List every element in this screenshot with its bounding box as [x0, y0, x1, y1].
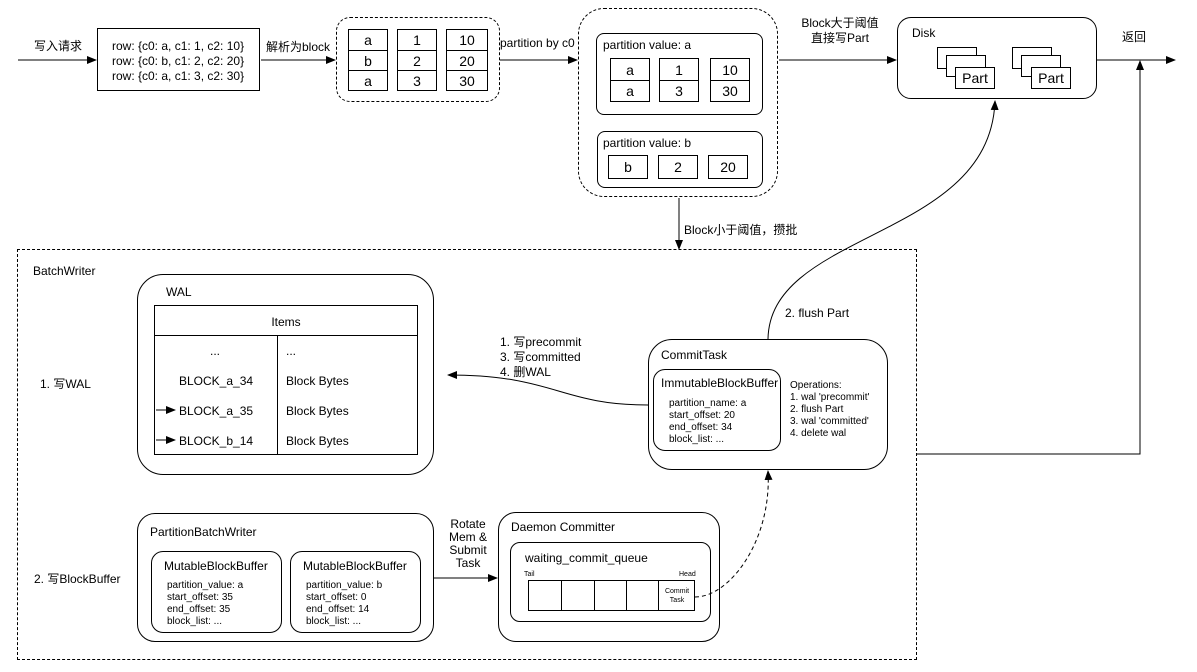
queue-tail-label: Tail	[524, 571, 535, 578]
mutable-field: block_list: ...	[306, 616, 362, 627]
queue-slot	[626, 580, 659, 611]
commit-op-label: 3. 写committed	[500, 350, 581, 364]
operation-item: 1. wal 'precommit'	[790, 392, 870, 403]
write-request-label: 写入请求	[34, 39, 83, 53]
wal-header-divider	[154, 335, 418, 336]
wal-key: BLOCK_b_14	[179, 434, 254, 448]
partition-by-label: partition by c0	[500, 36, 575, 50]
immutable-buffer-title: ImmutableBlockBuffer	[661, 376, 779, 390]
mutable-buffer-box: MutableBlockBuffer partition_value: b st…	[290, 551, 421, 633]
daemon-committer-title: Daemon Committer	[511, 520, 616, 534]
mutable-field: partition_value: b	[306, 580, 383, 591]
batch-writer-title: BatchWriter	[33, 264, 96, 278]
block-cell: a	[348, 70, 388, 91]
mutable-buffer-box: MutableBlockBuffer partition_value: a st…	[151, 551, 282, 633]
operation-item: Operations:	[790, 380, 842, 391]
request-rows-box: row: {c0: a, c1: 1, c2: 10} row: {c0: b,…	[97, 28, 260, 91]
wal-title: WAL	[166, 285, 192, 299]
immutable-field: start_offset: 20	[669, 410, 735, 421]
wal-value: Block Bytes	[286, 404, 349, 418]
request-row: row: {c0: a, c1: 1, c2: 10}	[112, 39, 245, 53]
wal-value: ...	[286, 344, 297, 358]
partition-a-title: partition value: a	[603, 38, 692, 52]
wal-key: BLOCK_a_34	[179, 374, 254, 388]
wal-key: ...	[209, 344, 220, 358]
partition-batch-writer-title: PartitionBatchWriter	[150, 525, 257, 539]
wal-table	[154, 305, 418, 455]
parse-block-label: 解析为block	[266, 40, 331, 54]
flush-part-label: 2. flush Part	[785, 306, 850, 320]
immutable-field: block_list: ...	[669, 434, 725, 445]
mutable-buffer-title: MutableBlockBuffer	[164, 559, 268, 573]
batch-writer-container	[17, 249, 917, 660]
partition-a-cell: 3	[659, 80, 699, 102]
immutable-field: partition_name: a	[669, 398, 747, 409]
request-row: row: {c0: a, c1: 3, c2: 30}	[112, 69, 245, 83]
part-file: Part	[1031, 67, 1071, 89]
request-row: row: {c0: b, c1: 2, c2: 20}	[112, 54, 245, 68]
partition-a-cell: a	[610, 58, 650, 81]
block-cell: 30	[446, 70, 488, 91]
operation-item: 2. flush Part	[790, 404, 844, 415]
block-small-label: Block小于阈值，攒批	[684, 223, 798, 237]
step-write-wal: 1. 写WAL	[40, 377, 91, 391]
mutable-field: start_offset: 35	[167, 592, 233, 603]
commit-task-title: CommitTask	[661, 348, 728, 362]
rotate-label: Rotate Mem & Submit Task	[448, 517, 487, 570]
partition-b-title: partition value: b	[603, 136, 692, 150]
block-cell: 1	[397, 29, 437, 51]
partition-b-cell: b	[608, 155, 648, 179]
mutable-field: end_offset: 14	[306, 604, 370, 615]
mutable-field: start_offset: 0	[306, 592, 367, 603]
operation-item: 4. delete wal	[790, 428, 847, 439]
partition-a-cell: 1	[659, 58, 699, 81]
queue-slot	[528, 580, 562, 611]
queue-slot	[594, 580, 627, 611]
mutable-field: partition_value: a	[167, 580, 244, 591]
return-line	[917, 60, 1144, 455]
wal-value: Block Bytes	[286, 374, 349, 388]
queue-slot	[561, 580, 595, 611]
partition-b-cell: 2	[658, 155, 698, 179]
block-cell: 20	[446, 50, 488, 71]
queue-title: waiting_commit_queue	[525, 551, 648, 565]
queue-head-label: Head	[679, 571, 696, 578]
mutable-buffer-title: MutableBlockBuffer	[303, 559, 407, 573]
queue-commit-task-text: Task	[669, 597, 685, 604]
partition-b-cell: 20	[708, 155, 748, 179]
wal-key: BLOCK_a_35	[179, 404, 254, 418]
immutable-buffer-box: ImmutableBlockBuffer partition_name: a s…	[653, 369, 781, 451]
queue-commit-task-slot: Commit Task	[658, 580, 695, 611]
commit-op-label: 4. 删WAL	[500, 365, 551, 379]
wal-value: Block Bytes	[286, 434, 349, 448]
wal-header: Items	[271, 315, 301, 329]
disk-title: Disk	[912, 26, 936, 40]
block-cell: 2	[397, 50, 437, 71]
operation-item: 3. wal 'committed'	[790, 416, 869, 427]
block-cell: a	[348, 29, 388, 51]
queue-commit-task-text: Commit	[664, 588, 690, 595]
part-file: Part	[955, 67, 995, 89]
immutable-field: end_offset: 34	[669, 422, 733, 433]
block-cell: 10	[446, 29, 488, 51]
wal-column-divider	[277, 335, 278, 455]
mutable-field: end_offset: 35	[167, 604, 231, 615]
block-large-label: Block大于阈值 直接写Part	[801, 16, 879, 45]
return-label: 返回	[1122, 30, 1147, 44]
block-cell: 3	[397, 70, 437, 91]
block-container	[336, 17, 500, 102]
block-cell: b	[348, 50, 388, 71]
partition-a-cell: 30	[710, 80, 750, 102]
step-write-blockbuffer: 2. 写BlockBuffer	[34, 572, 121, 586]
partition-a-cell: 10	[710, 58, 750, 81]
partition-a-cell: a	[610, 80, 650, 102]
commit-op-label: 1. 写precommit	[500, 335, 582, 349]
mutable-field: block_list: ...	[167, 616, 223, 627]
